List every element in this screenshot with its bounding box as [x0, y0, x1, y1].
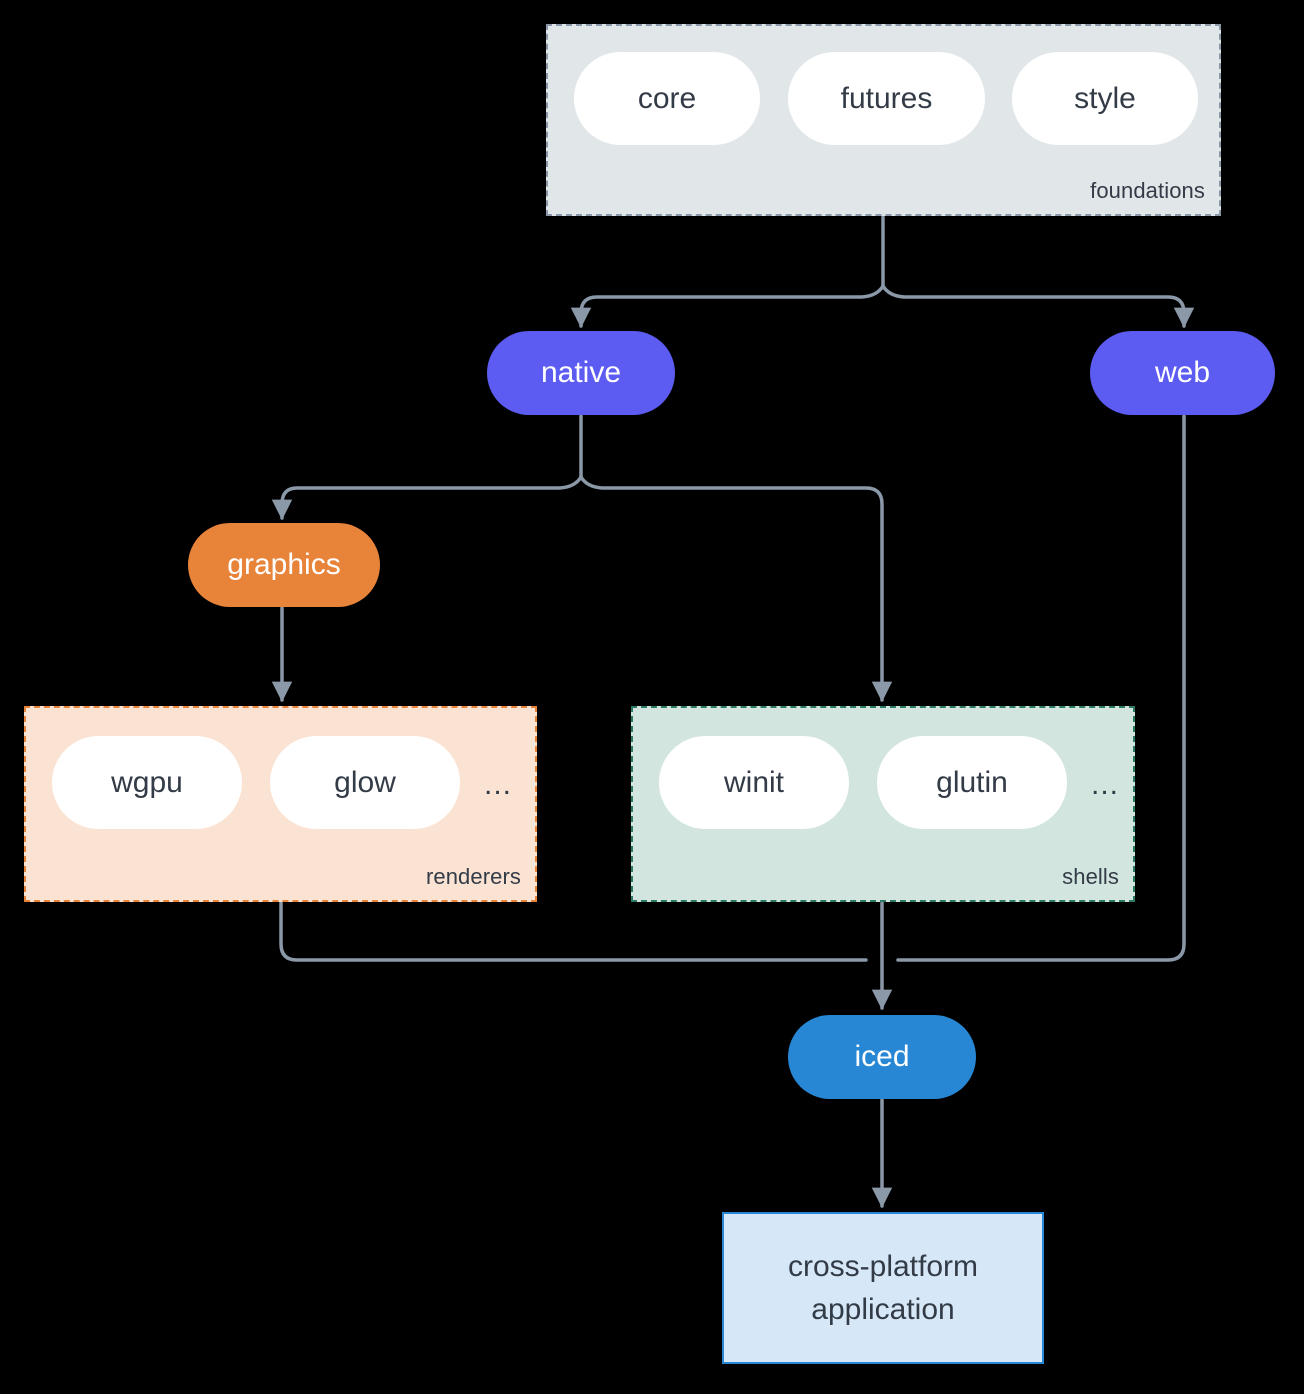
cluster-foundations: core futures style foundations [546, 24, 1221, 216]
cluster-shells: winit glutin ... shells [631, 706, 1135, 902]
node-glow[interactable]: glow [270, 736, 460, 829]
edge-renderers-to-iced [279, 901, 868, 962]
node-cross-platform-application[interactable]: cross-platform application [722, 1212, 1044, 1364]
node-iced[interactable]: iced [788, 1015, 976, 1099]
edge-native-to-graphics [271, 475, 583, 521]
edge-native-to-shells [579, 475, 893, 703]
cluster-foundations-label: foundations [1090, 178, 1205, 203]
node-web-label: web [1154, 356, 1211, 389]
node-glow-label: glow [334, 765, 396, 799]
renderers-ellipsis: ... [484, 768, 513, 801]
node-futures[interactable]: futures [788, 52, 985, 145]
node-winit-label: winit [723, 765, 784, 799]
node-graphics-label: graphics [227, 548, 341, 581]
application-label-line2: application [811, 1293, 955, 1326]
node-wgpu-label: wgpu [111, 765, 183, 799]
node-native[interactable]: native [487, 331, 675, 415]
node-graphics[interactable]: graphics [188, 523, 380, 607]
node-core[interactable]: core [574, 52, 760, 145]
shells-ellipsis: ... [1091, 768, 1120, 801]
node-iced-label: iced [854, 1040, 910, 1073]
cluster-renderers-label: renderers [425, 864, 521, 889]
cluster-renderers: wgpu glow ... renderers [24, 706, 537, 902]
node-winit[interactable]: winit [659, 736, 849, 829]
edge-foundations-to-native [570, 284, 885, 329]
node-core-label: core [637, 81, 697, 115]
node-wgpu[interactable]: wgpu [52, 736, 242, 829]
node-web[interactable]: web [1090, 331, 1275, 415]
node-glutin-label: glutin [936, 765, 1008, 799]
edge-foundations-to-web [881, 284, 1195, 329]
node-style[interactable]: style [1012, 52, 1198, 145]
node-native-label: native [540, 356, 622, 389]
cluster-shells-label: shells [1062, 864, 1119, 889]
node-glutin[interactable]: glutin [877, 736, 1067, 829]
node-style-label: style [1074, 81, 1136, 115]
node-futures-label: futures [840, 81, 933, 115]
application-label-line1: cross-platform [787, 1249, 979, 1283]
